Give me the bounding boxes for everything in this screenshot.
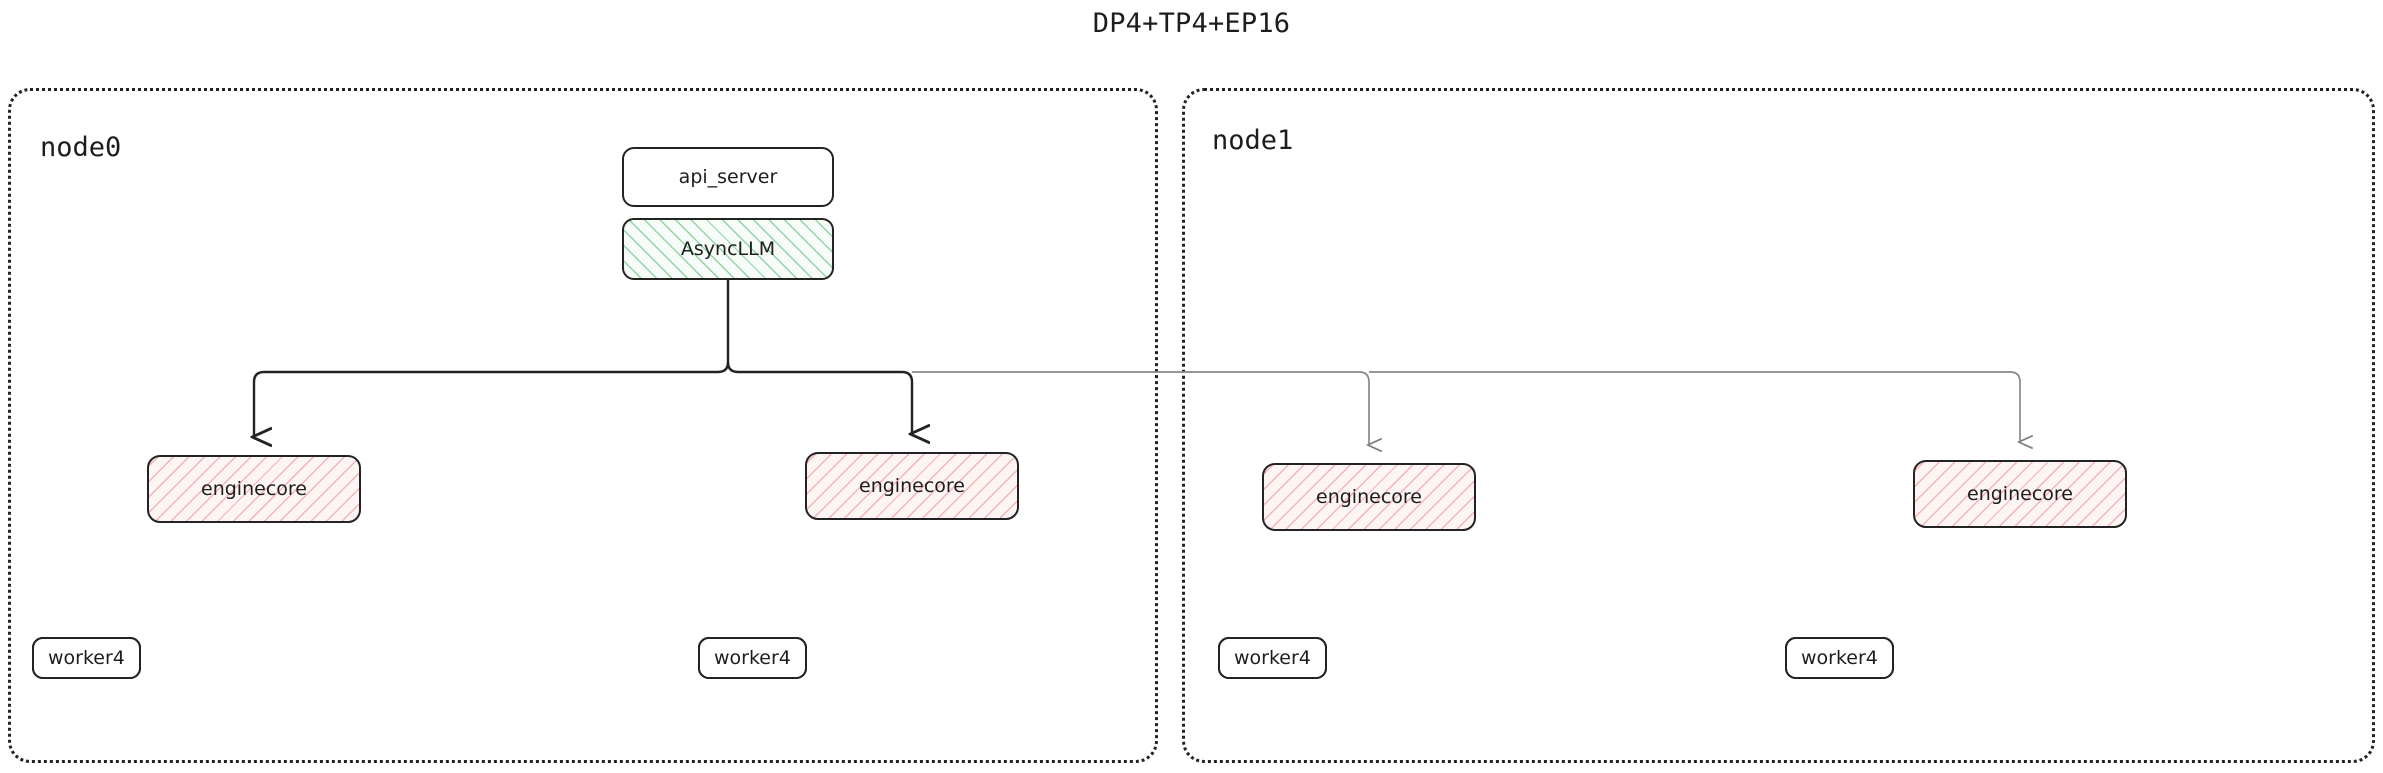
enginecore-label: enginecore xyxy=(859,475,965,497)
enginecore-box[interactable]: enginecore xyxy=(1262,463,1476,531)
node-container-node1 xyxy=(1182,88,2375,763)
worker-label: worker4 xyxy=(714,647,791,669)
node-container-node0 xyxy=(8,88,1158,763)
enginecore-label: enginecore xyxy=(1967,483,2073,505)
asyncllm-box[interactable]: AsyncLLM xyxy=(622,218,834,280)
enginecore-label: enginecore xyxy=(201,478,307,500)
node-label-node0: node0 xyxy=(40,132,122,163)
api-server-box[interactable]: api_server xyxy=(622,147,834,207)
worker-box[interactable]: worker4 xyxy=(1218,637,1327,679)
worker-label: worker4 xyxy=(1801,647,1878,669)
worker-label: worker4 xyxy=(48,647,125,669)
api-server-label: api_server xyxy=(678,166,778,188)
enginecore-label: enginecore xyxy=(1316,486,1422,508)
enginecore-box[interactable]: enginecore xyxy=(1913,460,2127,528)
node-label-node1: node1 xyxy=(1212,125,1294,156)
page-title: DP4+TP4+EP16 xyxy=(1092,8,1291,39)
worker-box[interactable]: worker4 xyxy=(32,637,141,679)
worker-label: worker4 xyxy=(1234,647,1311,669)
enginecore-box[interactable]: enginecore xyxy=(147,455,361,523)
enginecore-box[interactable]: enginecore xyxy=(805,452,1019,520)
worker-box[interactable]: worker4 xyxy=(698,637,807,679)
worker-box[interactable]: worker4 xyxy=(1785,637,1894,679)
asyncllm-label: AsyncLLM xyxy=(680,238,776,260)
